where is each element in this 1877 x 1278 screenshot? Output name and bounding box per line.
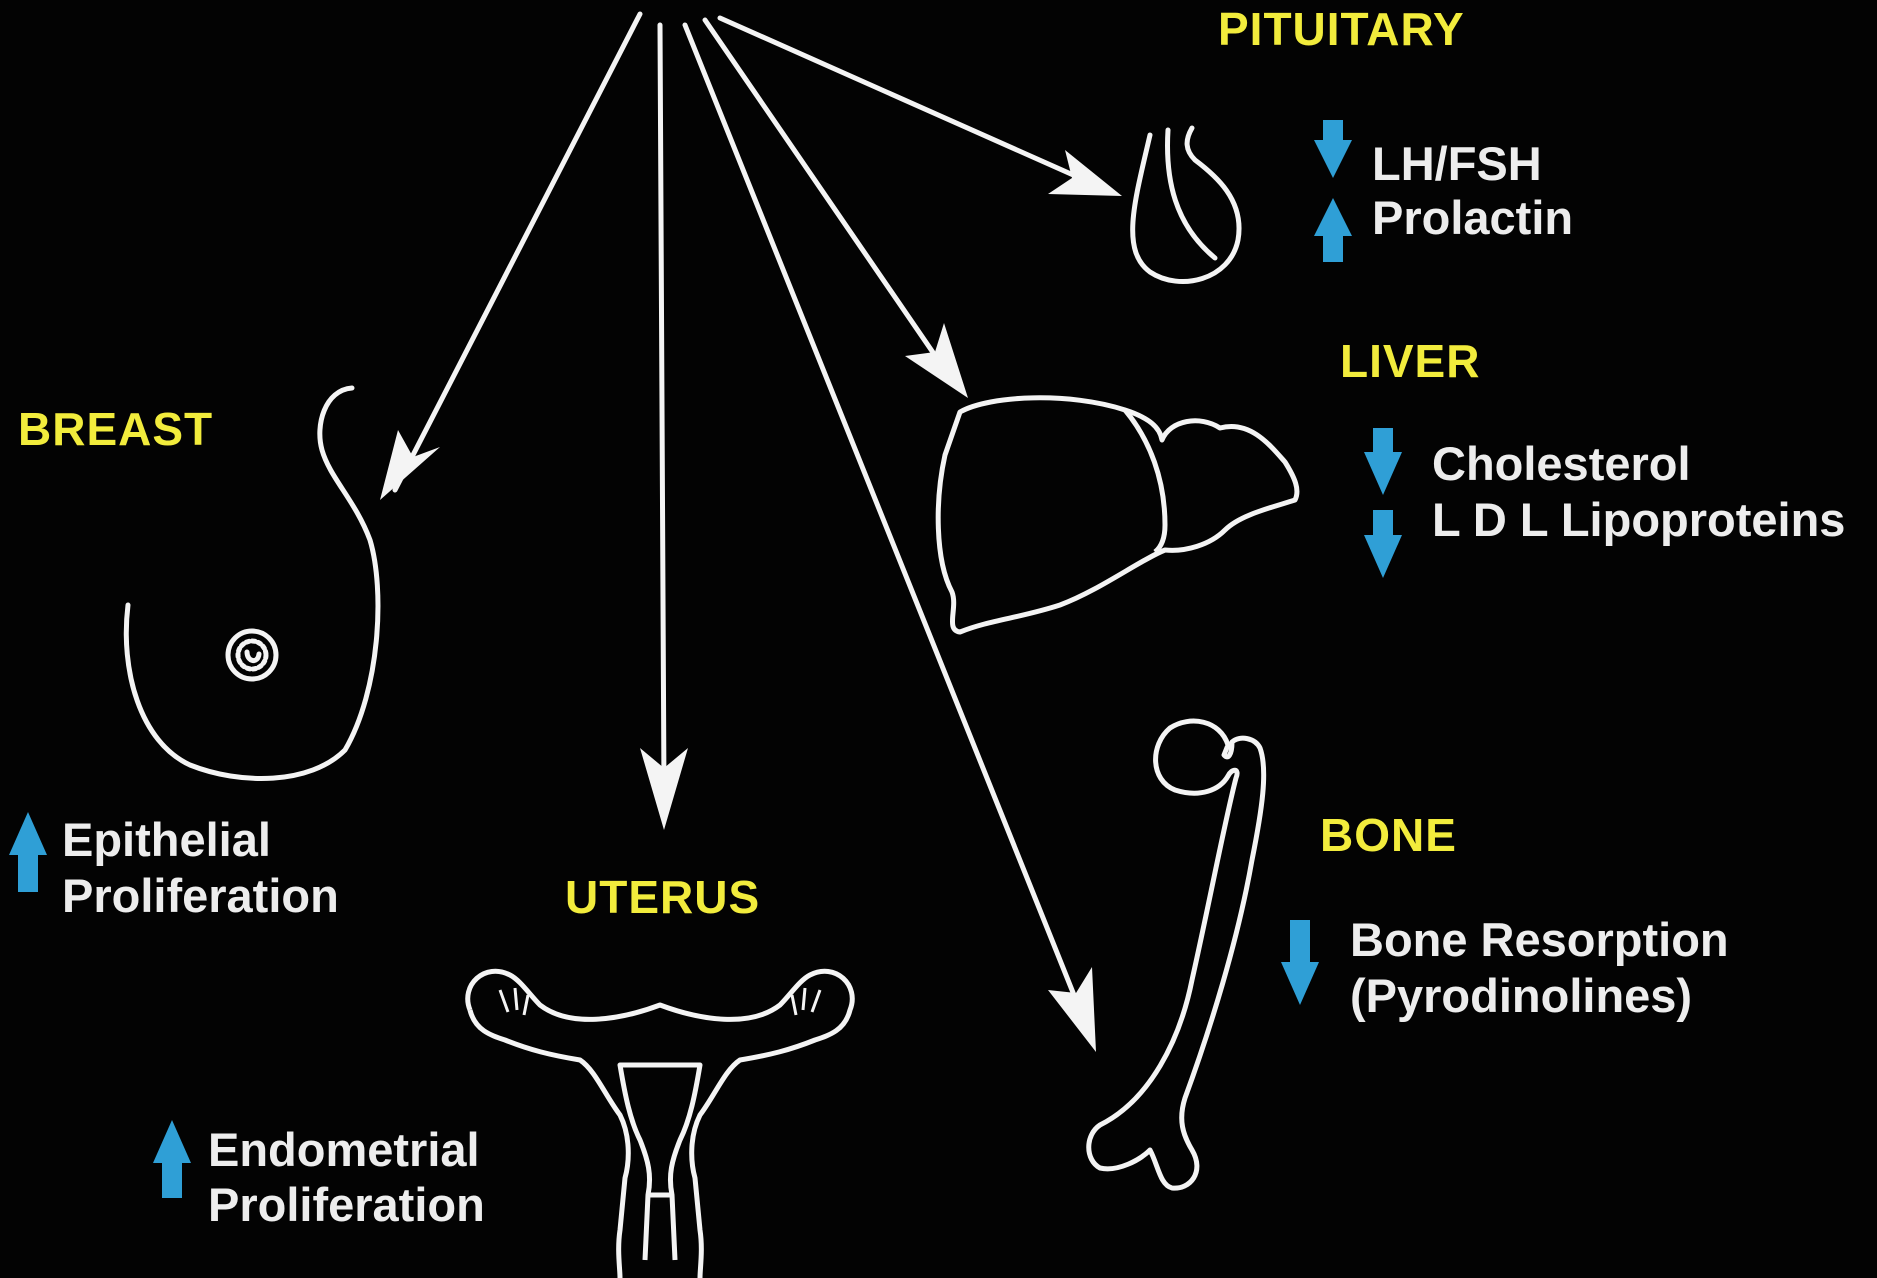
organ-label-bone: BONE [1320,808,1457,862]
effect-text-epithelial: Epithelial [62,812,271,868]
arrow-to-pituitary [720,18,1122,196]
effect-text-pyrodinolines: (Pyrodinolines) [1350,968,1692,1024]
up-arrow-icon [1314,198,1352,262]
organ-label-liver: LIVER [1340,334,1480,388]
liver-icon [938,398,1297,632]
effect-text-proliferation-breast: Proliferation [62,868,339,924]
pituitary-icon [1133,128,1239,282]
arrow-to-breast [380,14,640,500]
arrow-to-liver [705,20,968,398]
up-arrow-icon [9,812,47,892]
effect-text-endometrial: Endometrial [208,1122,480,1178]
down-arrow-icon [1364,510,1402,578]
uterus-icon [468,971,853,1278]
arrow-to-uterus [640,25,688,830]
down-arrow-icon [1314,120,1352,178]
effect-text-prolactin: Prolactin [1372,190,1573,246]
effect-text-bone-resorption: Bone Resorption [1350,912,1729,968]
up-arrow-icon [153,1120,191,1198]
down-arrow-icon [1281,920,1319,1005]
organ-label-uterus: UTERUS [565,870,760,924]
effect-text-ldl-lipoproteins: L D L Lipoproteins [1432,492,1845,548]
organ-label-breast: BREAST [18,402,213,456]
effect-text-lh-fsh: LH/FSH [1372,136,1542,192]
effect-text-proliferation-uterus: Proliferation [208,1177,485,1233]
bone-icon [1089,721,1264,1188]
organ-label-pituitary: PITUITARY [1218,2,1465,56]
down-arrow-icon [1364,428,1402,495]
effect-text-cholesterol: Cholesterol [1432,436,1691,492]
